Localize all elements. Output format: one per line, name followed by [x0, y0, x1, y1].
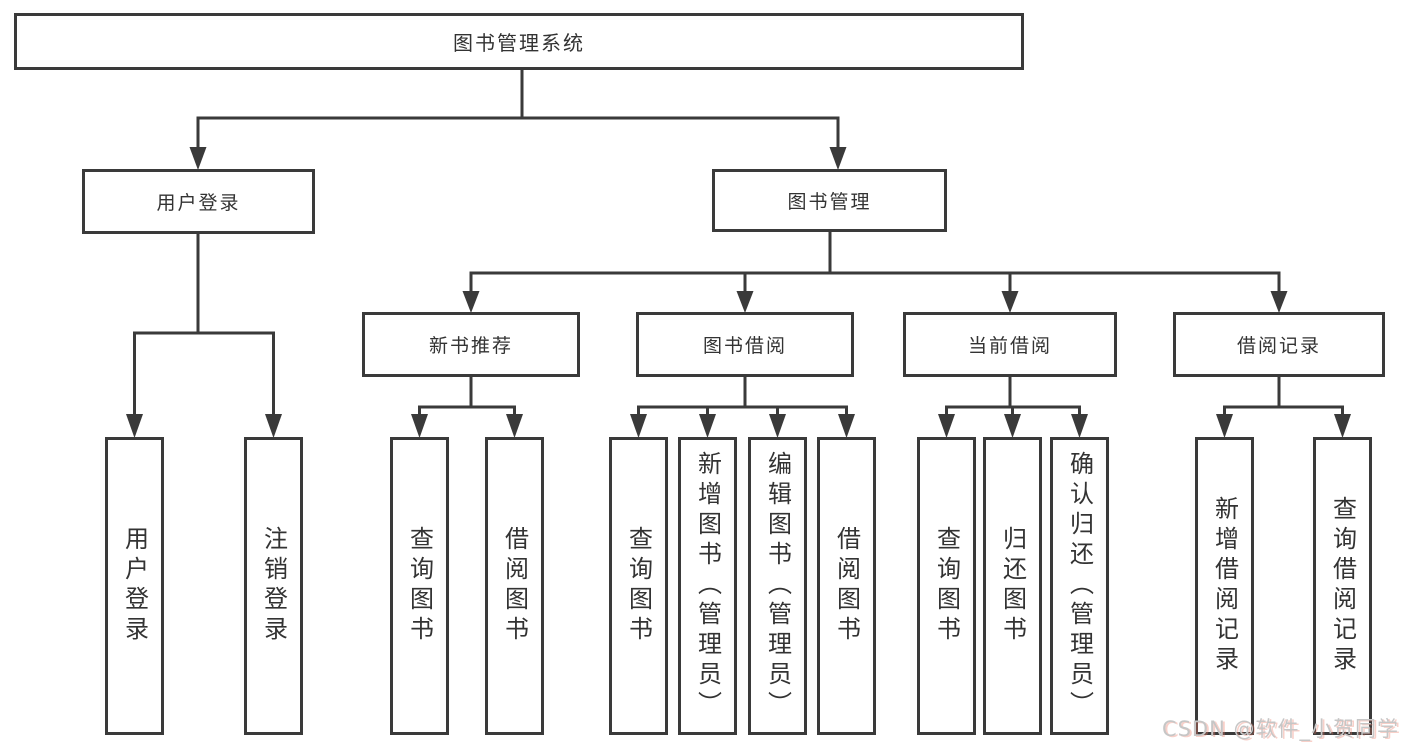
leaf-user-login-label: 用户登录 [120, 526, 149, 646]
edge-borrow-records-to-leaves [1216, 371, 1351, 438]
edge-user-login-to-leaves [126, 228, 282, 438]
node-current-borrowing-label: 当前借阅 [967, 335, 1052, 357]
edge-root-to-level2 [189, 64, 847, 170]
watermark: CSDN @软件_小贺同学 [1161, 717, 1399, 741]
node-new-book-recommendation: 新书推荐 [362, 312, 580, 377]
node-book-borrowing-label: 图书借阅 [702, 335, 787, 357]
leaf-cb-return-books-label: 归还图书 [998, 526, 1027, 646]
leaf-cb-return-books: 归还图书 [983, 437, 1042, 735]
node-user-login: 用户登录 [82, 169, 315, 234]
node-book-management: 图书管理 [712, 169, 947, 232]
node-new-book-recommendation-label: 新书推荐 [428, 335, 513, 357]
leaf-br-add-record: 新增借阅记录 [1195, 437, 1254, 735]
edge-book-management-to-level3 [462, 226, 1288, 313]
leaf-nb-borrow-books: 借阅图书 [485, 437, 544, 735]
leaf-bb-query-books: 查询图书 [609, 437, 668, 735]
node-borrowing-records: 借阅记录 [1173, 312, 1385, 377]
leaf-bb-borrow-books-label: 借阅图书 [832, 526, 861, 646]
leaf-cb-query-books-label: 查询图书 [932, 526, 961, 646]
edge-new-book-to-leaves [411, 371, 523, 438]
leaf-cb-query-books: 查询图书 [917, 437, 976, 735]
leaf-nb-query-books: 查询图书 [390, 437, 449, 735]
edge-current-borrow-to-leaves [938, 371, 1088, 438]
node-borrowing-records-label: 借阅记录 [1236, 335, 1321, 357]
leaf-bb-edit-books-admin-label: 编辑图书（管理员） [763, 451, 792, 721]
node-book-management-label: 图书管理 [787, 191, 872, 213]
leaf-cb-confirm-return-admin: 确认归还（管理员） [1050, 437, 1109, 735]
node-book-borrowing: 图书借阅 [636, 312, 854, 377]
leaf-logout-label: 注销登录 [259, 526, 288, 646]
leaf-br-query-record: 查询借阅记录 [1313, 437, 1372, 735]
node-root: 图书管理系统 [14, 13, 1024, 70]
leaf-bb-edit-books-admin: 编辑图书（管理员） [748, 437, 807, 735]
leaf-bb-borrow-books: 借阅图书 [817, 437, 876, 735]
leaf-br-add-record-label: 新增借阅记录 [1210, 496, 1239, 676]
leaf-user-login: 用户登录 [105, 437, 164, 735]
leaf-logout: 注销登录 [244, 437, 303, 735]
leaf-bb-query-books-label: 查询图书 [624, 526, 653, 646]
edge-book-borrow-to-leaves [630, 371, 855, 438]
leaf-bb-add-books-admin: 新增图书（管理员） [678, 437, 737, 735]
leaf-cb-confirm-return-admin-label: 确认归还（管理员） [1065, 451, 1094, 721]
node-root-label: 图书管理系统 [453, 31, 585, 55]
leaf-br-query-record-label: 查询借阅记录 [1328, 496, 1357, 676]
node-current-borrowing: 当前借阅 [903, 312, 1117, 377]
leaf-bb-add-books-admin-label: 新增图书（管理员） [693, 451, 722, 721]
leaf-nb-borrow-books-label: 借阅图书 [500, 526, 529, 646]
leaf-nb-query-books-label: 查询图书 [405, 526, 434, 646]
node-user-login-label: 用户登录 [156, 192, 241, 214]
